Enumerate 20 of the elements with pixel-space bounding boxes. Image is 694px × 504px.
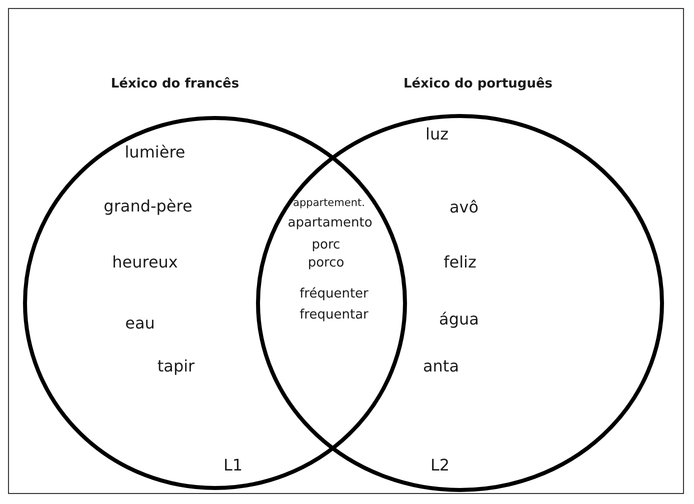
shared-word: fréquenter (300, 286, 368, 302)
word: luz (426, 124, 448, 144)
word: heureux (112, 252, 178, 272)
set-label: L2 (430, 456, 450, 474)
word: lumière (124, 142, 186, 162)
word: água (439, 310, 479, 328)
shared-word: porc (312, 238, 340, 252)
set-heading: Léxico do francês (110, 76, 240, 92)
set-heading: Léxico do português (403, 76, 553, 92)
shared-word: appartement. (293, 197, 365, 209)
shared-word: apartamento (288, 216, 372, 230)
shared-word: porco (308, 256, 344, 270)
set-label: L1 (223, 456, 243, 474)
word: anta (422, 356, 460, 376)
word: eau (125, 314, 155, 332)
word: feliz (444, 252, 476, 272)
word: tapir (157, 356, 195, 376)
word: avô (449, 198, 479, 216)
word: grand-père (104, 196, 192, 216)
shared-word: frequentar (300, 308, 368, 322)
